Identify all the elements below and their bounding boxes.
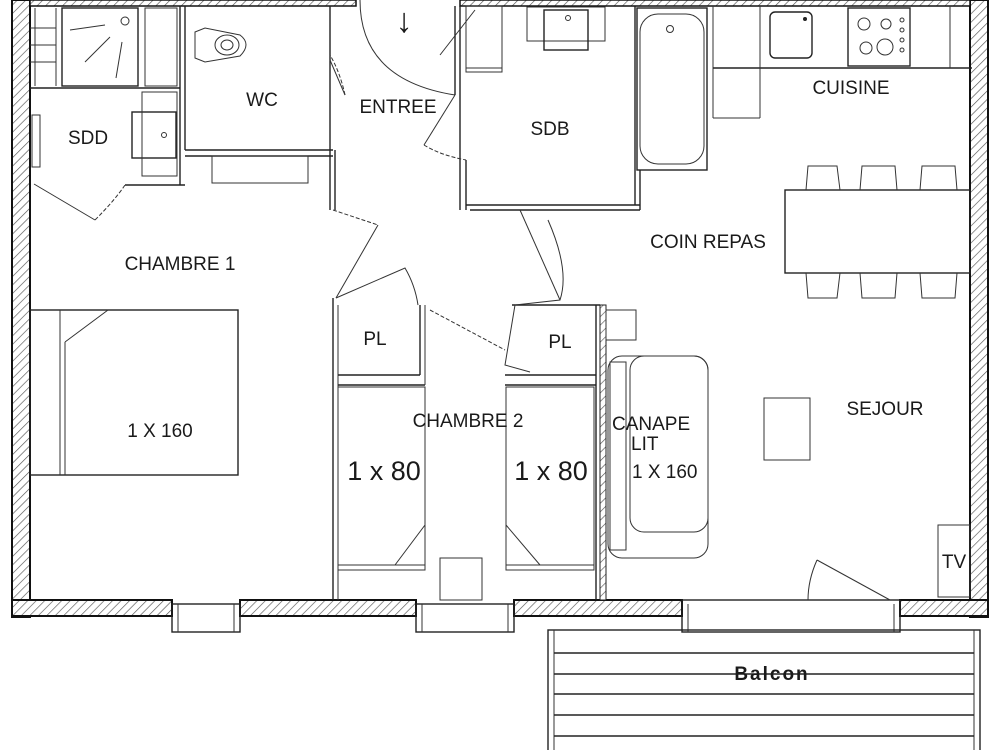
- entrance-arrow-icon: ↓: [396, 2, 413, 40]
- bed-label-left: 1 x 80: [347, 456, 421, 486]
- interior-walls: [29, 0, 972, 601]
- room-label-placard-1: PL: [363, 329, 386, 350]
- bed-right: [505, 386, 595, 571]
- bed-label-chambre1: 1 X 160: [127, 421, 193, 442]
- room-label-cuisine: CUISINE: [812, 78, 889, 99]
- room-label-coin-repas: COIN REPAS: [650, 232, 766, 253]
- exterior-walls: [11, 0, 989, 633]
- room-label-sejour: SEJOUR: [846, 399, 923, 420]
- bed-left: [337, 386, 426, 571]
- room-label-chambre2: CHAMBRE 2: [413, 411, 524, 432]
- room-label-balcon: Balcon: [734, 664, 809, 685]
- room-label-entree: ENTREE: [359, 97, 436, 118]
- room-label-chambre1: CHAMBRE 1: [125, 254, 236, 275]
- dining-table: [784, 189, 971, 274]
- tv-label: TV: [942, 552, 967, 573]
- sofa-bed: [607, 355, 709, 559]
- sofa-label-line1: CANAPE: [612, 414, 690, 435]
- bed-chambre1: [29, 309, 239, 476]
- room-label-wc: WC: [246, 90, 278, 111]
- sofa-label-size: 1 X 160: [632, 462, 698, 483]
- bed-label-right: 1 x 80: [514, 456, 588, 486]
- sofa-label-line2: LIT: [631, 434, 659, 455]
- room-label-sdd: SDD: [68, 128, 108, 149]
- room-label-placard-2: PL: [548, 332, 571, 353]
- room-label-sdb: SDB: [530, 119, 569, 140]
- coffee-table: [763, 397, 811, 461]
- balcony: [547, 629, 981, 750]
- tv-unit: [937, 524, 971, 598]
